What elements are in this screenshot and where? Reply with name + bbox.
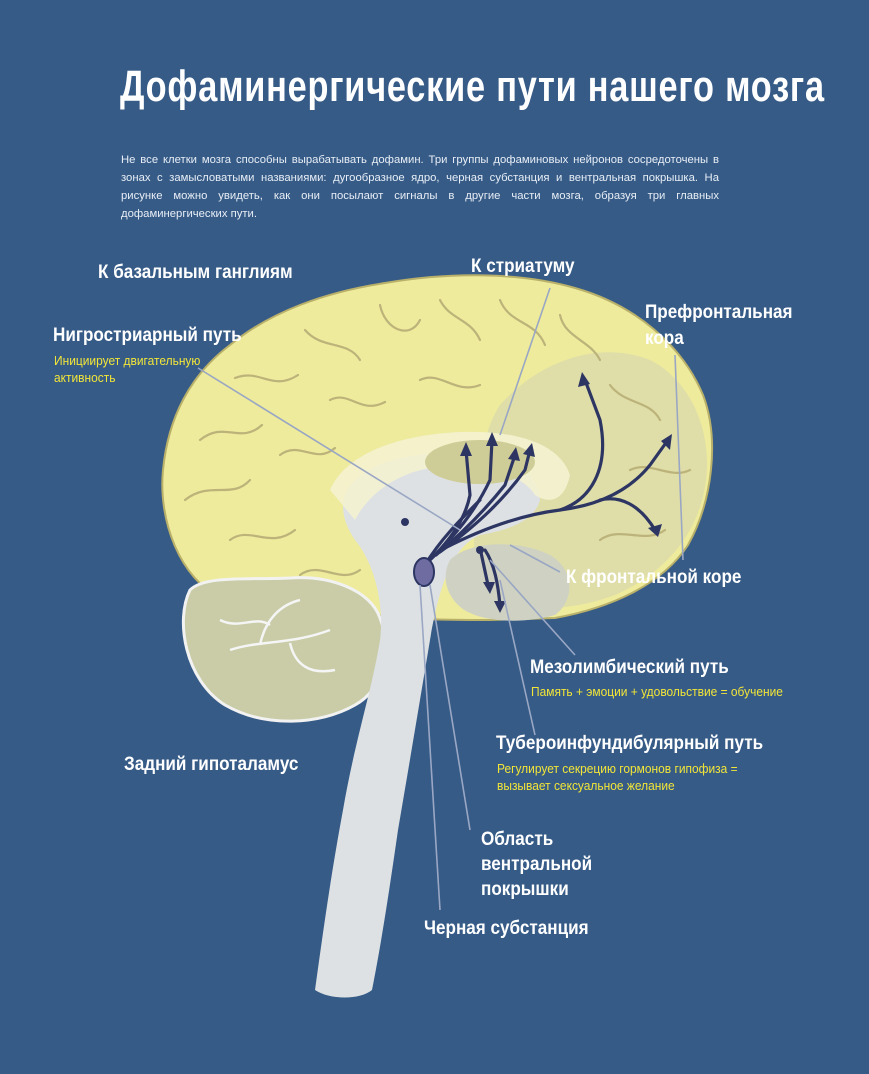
hypothalamus-dot — [401, 518, 409, 526]
gyri-lines — [183, 298, 692, 577]
label-posterior-hypothalamus: Задний гипоталамус — [124, 754, 299, 775]
label-frontal-cortex: К фронтальной коре — [566, 567, 742, 588]
mesolimbic-description: Память + эмоции + удовольствие = обучени… — [531, 684, 783, 699]
arbor-vitae — [219, 598, 336, 673]
limbic-area — [445, 544, 570, 621]
tuberoinfundibular-description: Регулирует секрецию гормонов гипофиза = … — [497, 761, 738, 793]
intro-text: Не все клетки мозга способны вырабатыват… — [121, 154, 719, 220]
leader-lines — [197, 287, 684, 911]
nigrostriatal-description: Инициирует двигательную активность — [54, 353, 201, 385]
dopamine-pathways — [423, 378, 670, 607]
cerebellum — [182, 576, 387, 723]
label-mesolimbic-pathway: Мезолимбический путь — [530, 657, 729, 678]
page-title: Дофаминергические пути нашего мозга — [120, 62, 825, 111]
brainstem — [315, 453, 540, 998]
label-basal-ganglia: К базальным ганглиям — [98, 262, 293, 283]
label-substantia-nigra: Черная субстанция — [424, 918, 589, 939]
label-prefrontal-cortex: Префронтальная кора — [645, 302, 793, 349]
label-tuberoinfundibular-pathway: Тубероинфундибулярный путь — [496, 733, 764, 754]
pathway-arrowheads — [460, 372, 672, 613]
arcuate-dot — [476, 546, 484, 554]
label-striatum: К стриатуму — [471, 256, 575, 277]
prefrontal-region — [474, 352, 707, 609]
label-ventral-tegmental-area: Область вентральной покрышки — [481, 829, 593, 900]
ventral-tegmental-nucleus — [413, 557, 435, 587]
label-nigrostriatal-pathway: Нигростриарный путь — [53, 325, 242, 346]
